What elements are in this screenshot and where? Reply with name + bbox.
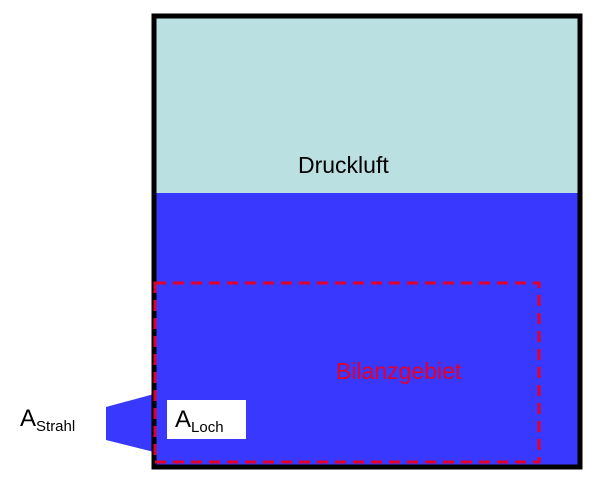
outflow-jet	[106, 394, 154, 452]
control-volume-boundary	[153, 281, 541, 464]
compressed-air-region	[154, 16, 580, 193]
hole-area-symbol: A	[175, 406, 192, 433]
hole-area-label: ALoch	[175, 406, 224, 436]
control-volume-label: Bilanzgebiet	[336, 358, 462, 384]
compressed-air-label: Druckluft	[298, 152, 389, 178]
hole-area-subscript: Loch	[191, 419, 224, 436]
jet-area-label: AStrahl	[20, 405, 76, 435]
jet-area-symbol: A	[20, 405, 37, 432]
hole-label-background	[167, 400, 246, 439]
tank-wall	[151, 13, 583, 470]
jet-area-subscript: Strahl	[36, 418, 76, 435]
